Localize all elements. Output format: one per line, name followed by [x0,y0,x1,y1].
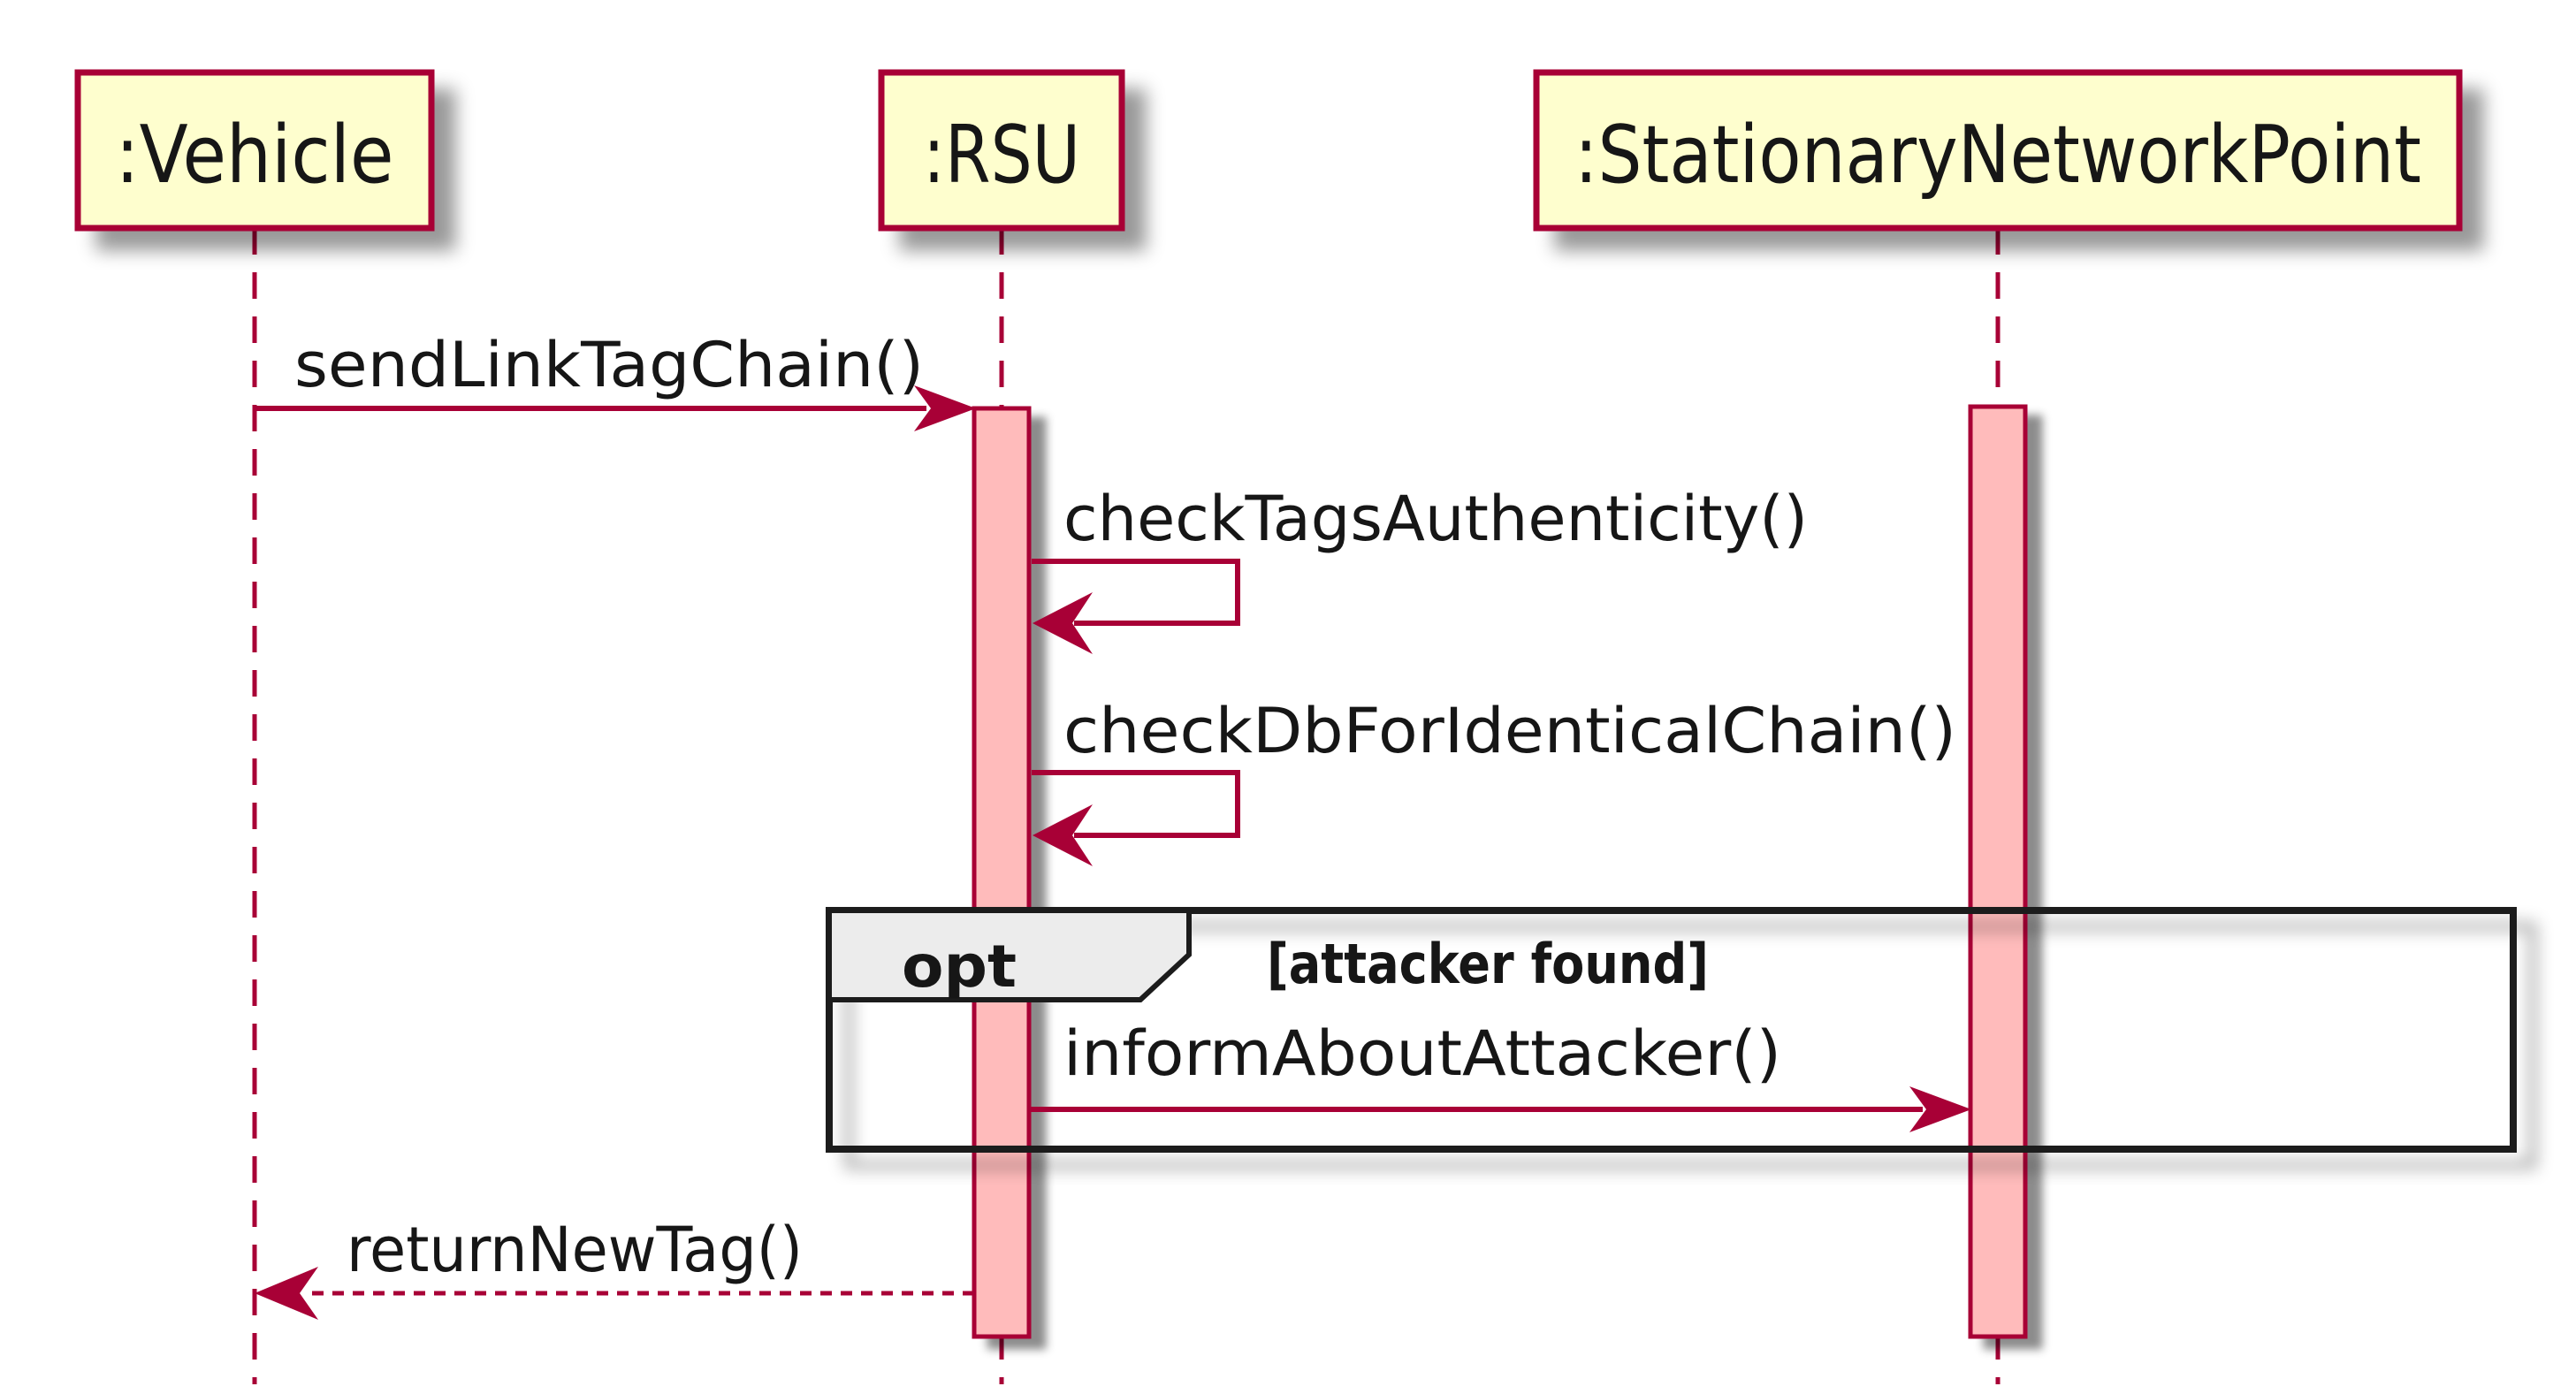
participant-label-stationary-network-point: :StationaryNetworkPoint [1574,109,2421,202]
participant-box-vehicle [74,69,435,232]
message-label-check-tags-authenticity: checkTagsAuthenticity() [1063,483,1808,555]
arrowhead-check-db-for-identical-chain [1033,804,1093,866]
opt-operator-pentagon [827,908,1192,1002]
activation-bar-stationary-network-point [1968,404,2028,1339]
opt-guard-label: [attacker found] [1267,932,1709,996]
arrowhead-inform-about-attacker [1909,1086,1971,1132]
message-label-send-link-tag-chain: sendLinkTagChain() [294,329,924,401]
opt-operator-label: opt [902,933,1017,1001]
arrowhead-check-tags-authenticity [1033,592,1093,654]
participant-box-rsu [878,69,1125,232]
participant-label-rsu: :RSU [923,109,1080,202]
participant-box-stationary-network-point [1533,69,2463,232]
message-label-inform-about-attacker: informAboutAttacker() [1063,1017,1781,1090]
message-label-return-new-tag: returnNewTag() [347,1214,803,1286]
opt-fragment-border [826,907,2517,1153]
message-label-check-db-for-identical-chain: checkDbForIdenticalChain() [1063,695,1956,767]
participant-label-vehicle: :Vehicle [116,109,394,202]
message-line-check-tags-authenticity [1032,559,1240,626]
arrowhead-return-new-tag [255,1267,318,1320]
arrowhead-send-link-tag-chain [914,385,976,431]
activation-bar-rsu [972,406,1032,1339]
message-line-check-db-for-identical-chain [1032,770,1240,838]
